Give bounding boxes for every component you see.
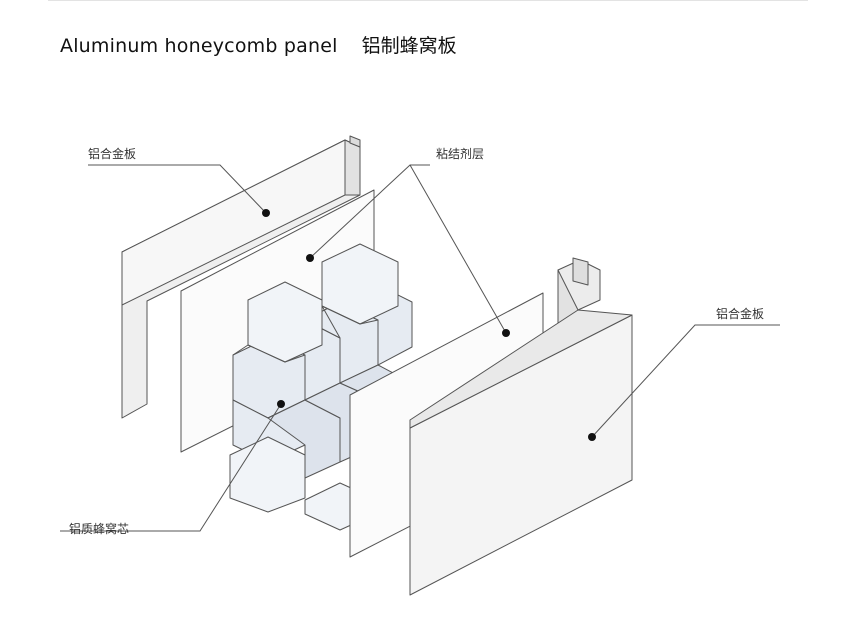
right-aluminum-sheet: [409, 257, 633, 596]
page-title: Aluminum honeycomb panel 铝制蜂窝板: [60, 31, 457, 58]
label-adhesive-layer: 粘结剂层: [436, 147, 485, 161]
top-divider: [48, 0, 808, 1]
marker-dots: [262, 209, 596, 441]
title-english: Aluminum honeycomb panel: [60, 35, 338, 57]
label-honeycomb-core: 铝质蜂窝芯: [69, 522, 130, 536]
label-left-aluminum-sheet: 铝合金板: [88, 147, 137, 161]
left-aluminum-sheet: [121, 135, 361, 419]
label-right-aluminum-sheet: 铝合金板: [716, 307, 765, 321]
leader-lines: [60, 164, 780, 532]
title-chinese: 铝制蜂窝板: [361, 35, 457, 57]
